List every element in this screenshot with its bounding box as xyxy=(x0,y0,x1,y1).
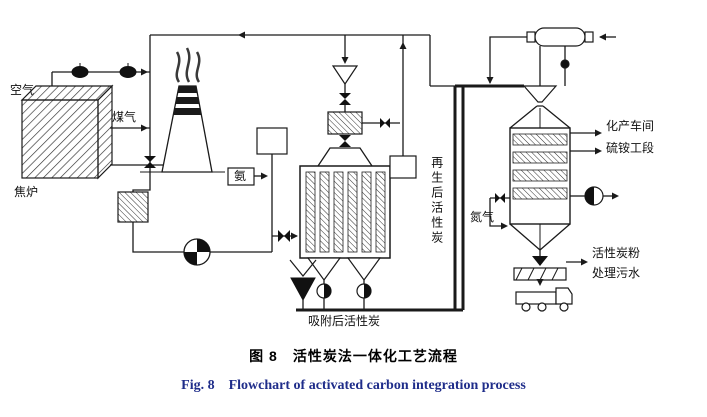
exhaust-fan-icon xyxy=(584,186,604,206)
chimney xyxy=(161,85,213,173)
label-carbon-powder-2: 处理污水 xyxy=(592,266,641,280)
label-carbon-powder-1: 活性炭粉 xyxy=(592,246,641,260)
valve-icon xyxy=(144,156,156,168)
carbon-feed-funnel xyxy=(331,65,359,86)
valve-icon xyxy=(380,118,390,128)
label-adsorbed-carbon: 吸附后活性炭 xyxy=(308,314,381,328)
condenser-vessel xyxy=(526,27,594,69)
tower-hood xyxy=(317,147,373,167)
valve-dot-icon xyxy=(560,59,570,69)
ammonia-box xyxy=(227,167,255,186)
filter-box xyxy=(327,111,363,135)
screw-conveyor xyxy=(513,267,567,281)
valve-icon xyxy=(278,230,290,242)
label-coke-oven: 焦炉 xyxy=(14,185,39,199)
regen-funnel xyxy=(522,85,558,103)
regeneration-tower xyxy=(509,85,571,281)
label-air: 空气 xyxy=(10,83,35,97)
gas-outlet-box xyxy=(389,155,417,179)
meter-box xyxy=(256,127,288,155)
valve-icon xyxy=(495,193,505,203)
label-chem-workshop-1: 化产车间 xyxy=(606,119,655,133)
figure-caption-en: Fig. 8 Flowchart of activated carbon int… xyxy=(181,378,526,393)
mini-cone xyxy=(532,256,548,266)
valve-icon xyxy=(339,135,351,147)
carbon-transport-lines xyxy=(296,84,524,312)
air-blower-icon xyxy=(71,63,137,78)
truck-icon xyxy=(515,287,573,312)
valve-icon xyxy=(339,93,351,105)
regen-internals xyxy=(512,133,568,200)
tower-internals xyxy=(305,171,386,253)
adsorption-tower xyxy=(289,65,417,302)
label-ammonia: 氨 xyxy=(234,169,247,183)
rotary-feeder-icon xyxy=(316,283,372,299)
figure-caption-zh: 图 8 活性炭法一体化工艺流程 xyxy=(249,348,458,364)
heat-exchanger xyxy=(117,191,149,223)
gas-blower-icon xyxy=(183,238,211,266)
coke-oven xyxy=(20,84,114,180)
label-chem-workshop-2: 硫铵工段 xyxy=(606,141,655,155)
valve-icons xyxy=(144,93,505,242)
discharge-cone xyxy=(306,257,342,282)
discharge-cone xyxy=(346,257,382,282)
smoke-icon xyxy=(175,47,201,83)
label-coal-gas: 煤气 xyxy=(112,110,137,124)
label-nitrogen: 氮气 xyxy=(470,210,495,224)
carbon-silo xyxy=(289,259,317,302)
label-regenerated-carbon: 再生后活性炭 xyxy=(429,156,444,246)
flow-arrows xyxy=(141,31,619,286)
